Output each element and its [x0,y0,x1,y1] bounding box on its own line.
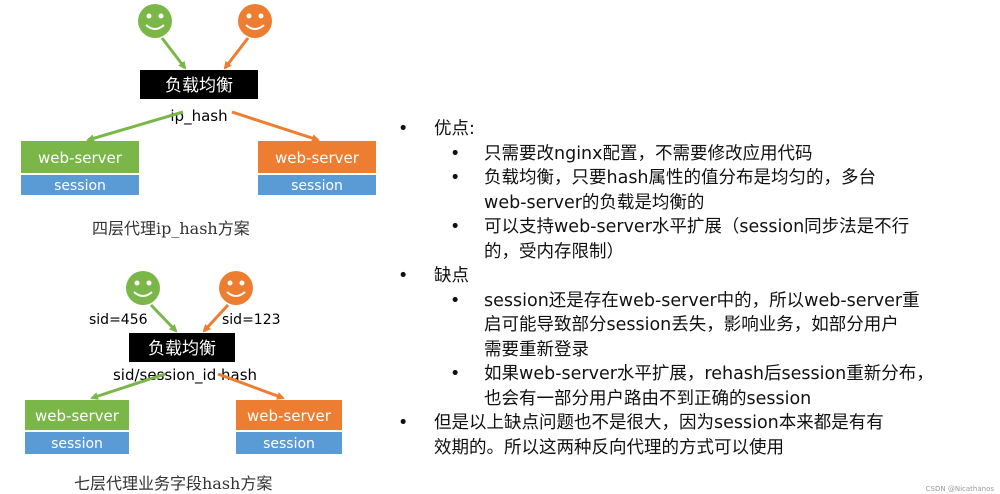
arrow-green-to-balancer [160,37,187,70]
session-label-right: session [263,436,315,452]
method-label: sid/session_id hash [113,366,257,385]
server-label-left: web-server [38,149,123,167]
con-item-line: 也会有一部分用户路由不到正确的session [484,388,812,409]
watermark: CSDN @Nicathanos [925,485,994,493]
server-label-right: web-server [275,149,360,167]
balancer-label: 负载均衡 [165,76,233,96]
server-label-right: web-server [247,407,332,425]
con-item: 如果web-server水平扩展，rehash后session重新分布， 也会有… [398,362,998,411]
session-box-right [236,432,342,454]
pro-item-line: 的，受内存限制） [484,241,624,262]
con-item-line: session还是存在web-server中的，所以web-server重 [484,290,920,311]
server-label-left: web-server [35,407,120,425]
pro-item: 可以支持web-server水平扩展（session同步法是不行 的，受内存限制… [398,215,998,264]
smiley-green-icon [126,271,160,305]
top-caption: 四层代理ip_hash方案 [92,219,250,238]
pro-item: 只需要改nginx配置，不需要修改应用代码 [398,142,998,167]
pro-item-line: 负载均衡，只要hash属性的值分布是均匀的，多台 [484,168,877,188]
con-item-line: 启可能导致部分session丢失，影响业务，如部分用户 [484,315,899,335]
server-box-left [25,400,129,430]
arrow-balancer-to-right-server [217,372,285,400]
bottom-diagram: sid=456 sid=123 负载均衡 sid/session_id hash… [25,271,342,454]
bullet-list: 优点: 只需要改nginx配置，不需要修改应用代码 负载均衡，只要hash属性的… [398,117,998,460]
session-box-left [21,175,139,195]
smiley-orange-icon [219,271,253,305]
sid-label-left: sid=456 [89,312,148,328]
summary-line: 效期的。所以这两种反向代理的方式可以使用 [434,437,784,458]
balancer-label: 负载均衡 [148,339,216,359]
arrow-orange-to-balancer [223,37,250,70]
top-diagram: 负载均衡 ip_hash web-server session web-serv… [21,4,376,195]
session-label-left: session [51,436,103,452]
session-label-right: session [291,178,343,194]
arrow-balancer-to-right-server [231,110,320,142]
sid-label-right: sid=123 [222,312,281,328]
summary-item: 但是以上缺点问题也不是很大，因为session本来都是有有 效期的。所以这两种反… [398,411,998,460]
smiley-orange-icon [238,4,272,38]
server-box-right [258,141,376,173]
arrow-balancer-to-left-server [90,372,166,400]
method-label: ip_hash [170,107,227,126]
pro-item: 负载均衡，只要hash属性的值分布是均匀的，多台 web-server的负载是均… [398,166,998,215]
balancer-box [140,70,258,99]
pros-heading: 优点: [398,117,998,142]
summary-line: 但是以上缺点问题也不是很大，因为session本来都是有有 [434,413,884,433]
arrow-balancer-to-left-server [86,110,184,143]
cons-heading: 缺点 [398,264,998,289]
pro-item-line: 可以支持web-server水平扩展（session同步法是不行 [484,217,910,237]
smiley-green-icon [138,4,172,38]
con-item: session还是存在web-server中的，所以web-server重 启可… [398,289,998,363]
balancer-box [129,333,235,362]
arrow-green-to-balancer [149,303,178,333]
con-item-line: 如果web-server水平扩展，rehash后session重新分布， [484,364,934,384]
session-box-left [25,432,129,454]
session-box-right [258,175,376,195]
server-box-right [236,400,342,430]
pro-item-line: web-server的负载是均衡的 [484,192,705,213]
bottom-caption: 七层代理业务字段hash方案 [74,474,273,493]
load-balancing-diagram: 负载均衡 ip_hash web-server session web-serv… [21,4,376,454]
con-item-line: 需要重新登录 [484,339,589,360]
server-box-left [21,141,139,173]
arrow-orange-to-balancer [202,303,230,333]
session-label-left: session [54,178,106,194]
